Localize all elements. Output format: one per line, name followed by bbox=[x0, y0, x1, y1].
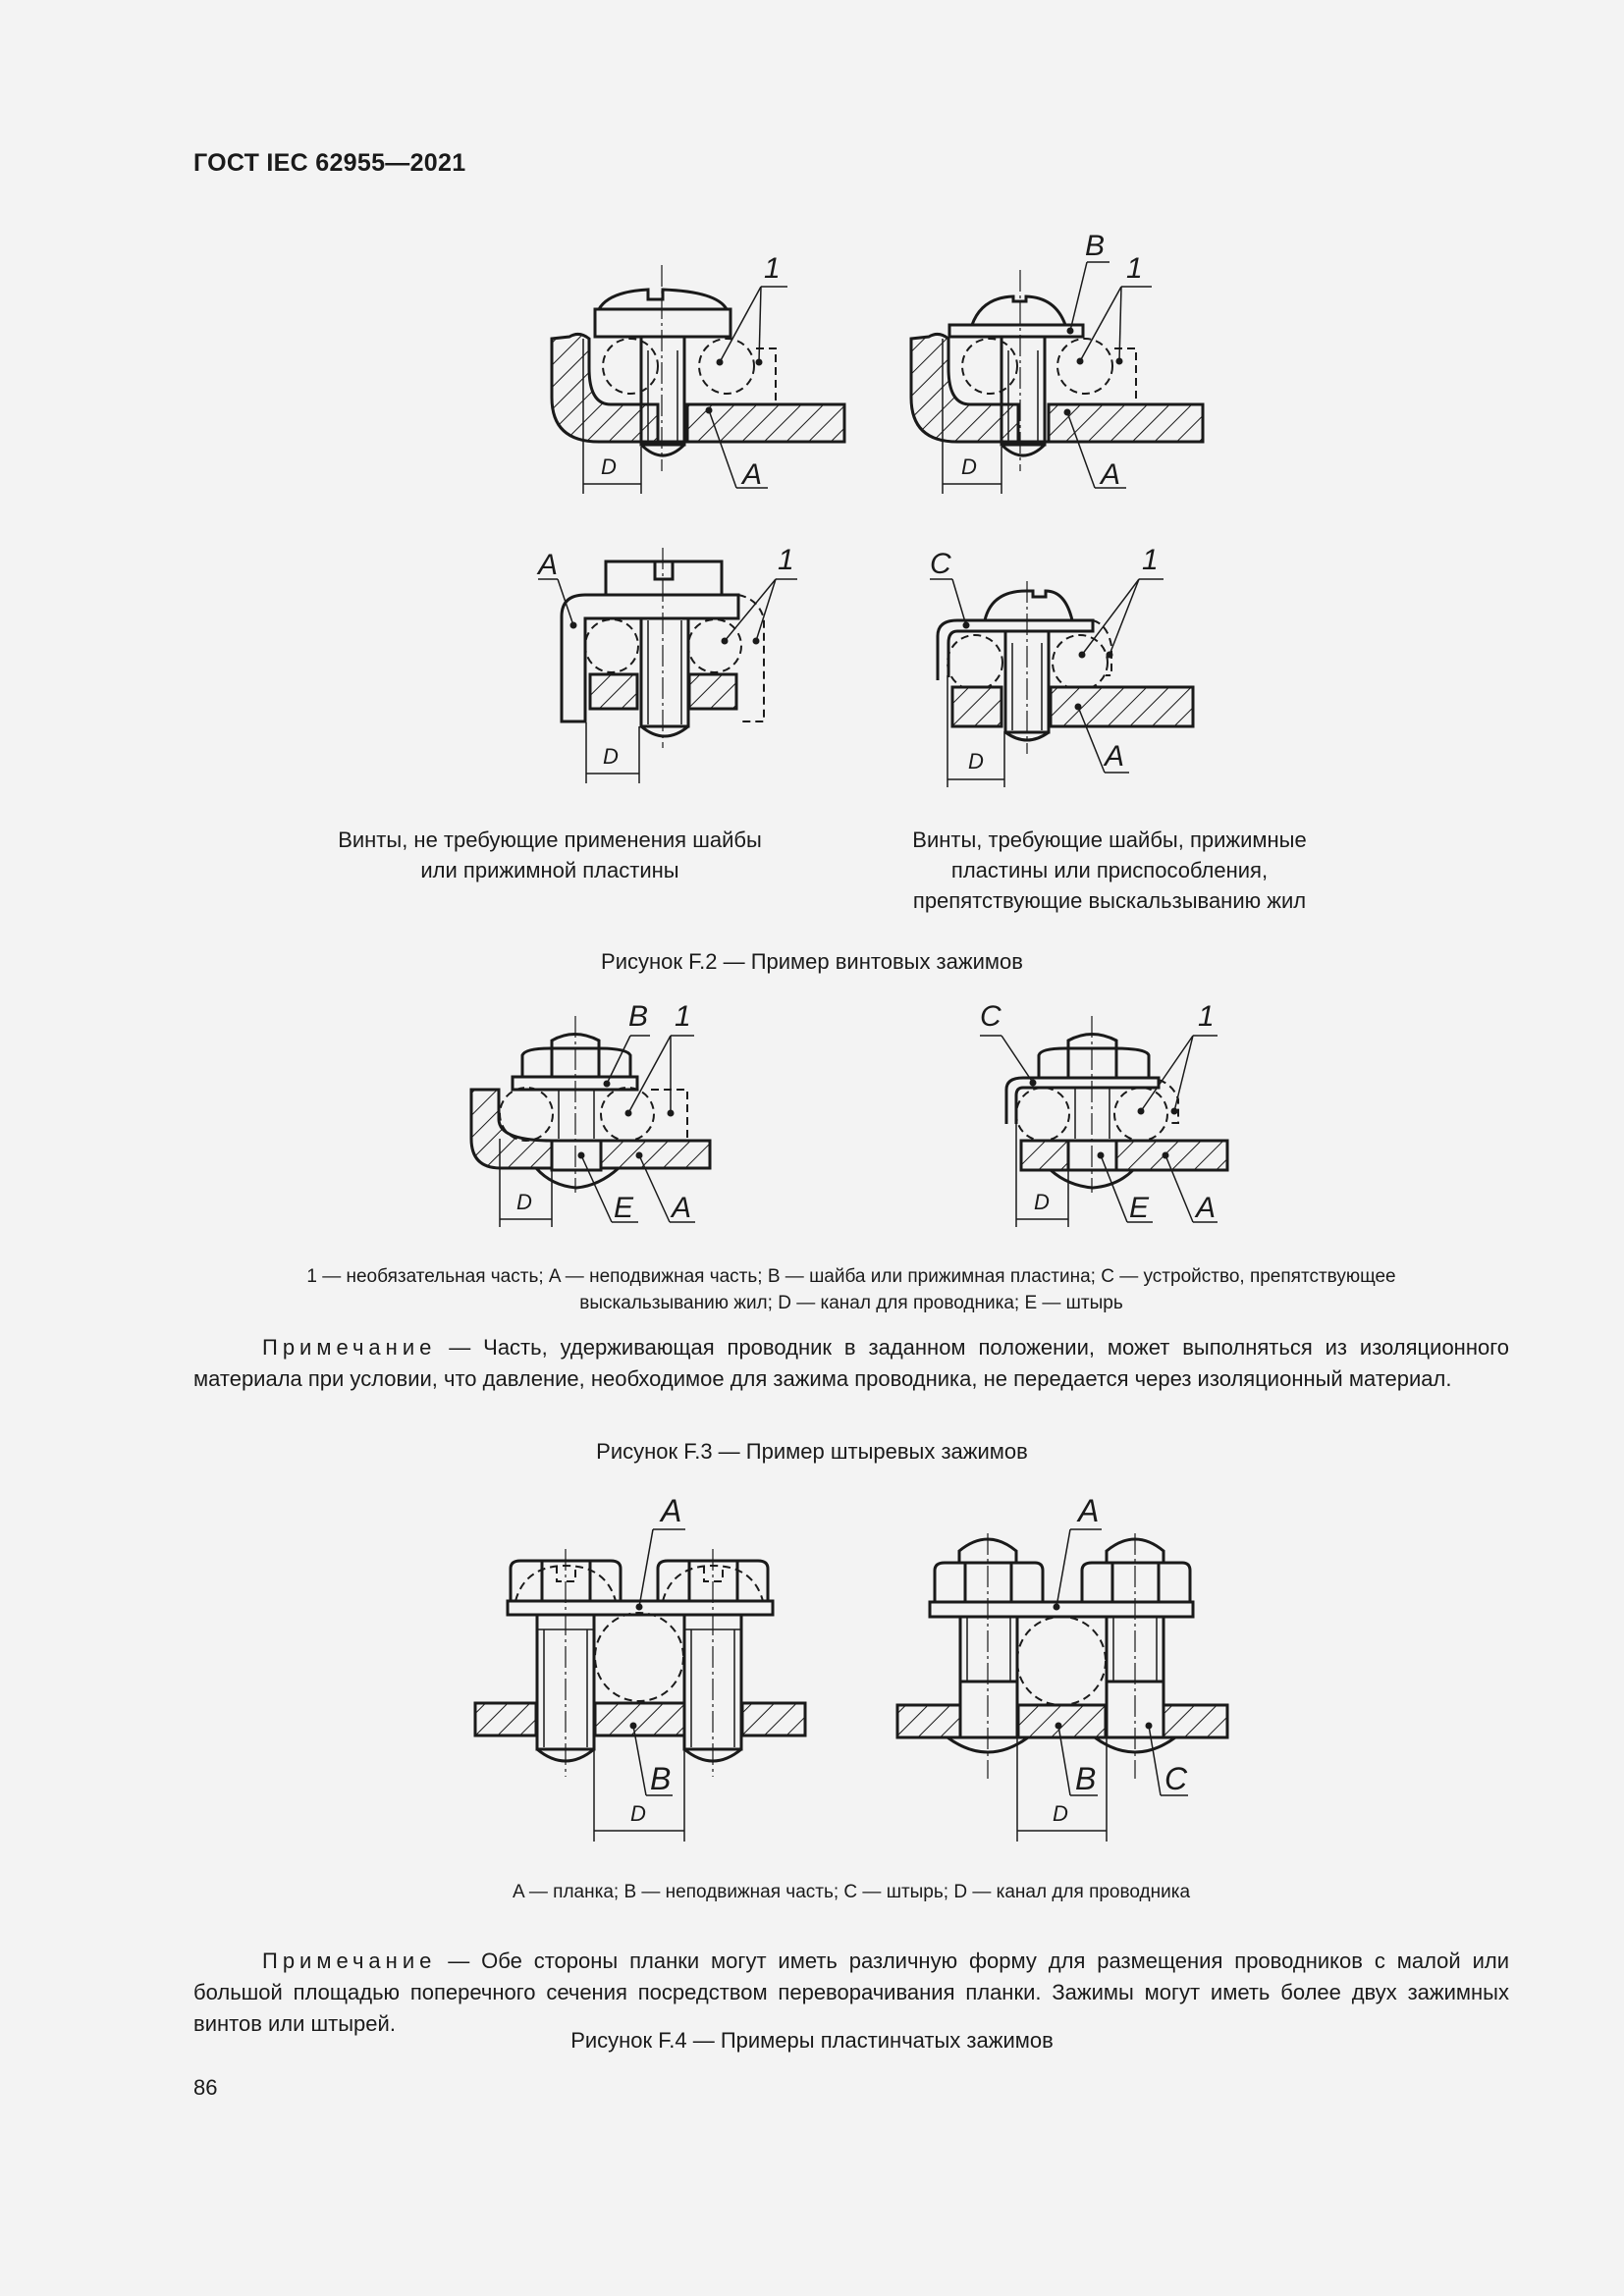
svg-text:C: C bbox=[930, 548, 951, 580]
f2-caption-left: Винты, не требующие применения шайбы или… bbox=[338, 828, 762, 882]
f4-note: Примечание — Обе стороны планки могут им… bbox=[193, 1946, 1509, 2040]
f3-note: Примечание — Часть, удерживающая проводн… bbox=[193, 1332, 1509, 1395]
note-text: — Обе стороны планки могут иметь различн… bbox=[193, 1949, 1509, 2036]
svg-text:B: B bbox=[650, 1761, 671, 1796]
svg-text:D: D bbox=[601, 454, 617, 479]
svg-text:1: 1 bbox=[1142, 544, 1159, 576]
note-label: Примечание bbox=[262, 1335, 437, 1360]
f2-screw-with-washer-diagram: D B 1 A bbox=[909, 230, 1205, 494]
svg-text:D: D bbox=[968, 749, 984, 774]
f4-saddle-studs-diagram: D A B C bbox=[895, 1493, 1229, 1842]
f3-legend: 1 — необязательная часть; A — неподвижна… bbox=[306, 1266, 1396, 1313]
svg-text:D: D bbox=[1034, 1190, 1050, 1214]
svg-text:A: A bbox=[1076, 1493, 1099, 1528]
svg-text:D: D bbox=[961, 454, 977, 479]
svg-text:A: A bbox=[1099, 458, 1120, 491]
f3-pillar-washer-diagram: D B 1 E A bbox=[469, 1000, 712, 1227]
svg-text:E: E bbox=[614, 1192, 634, 1224]
f2-caption-right: Винты, требующие шайбы, прижимные пласти… bbox=[912, 828, 1307, 913]
svg-text:D: D bbox=[603, 744, 619, 769]
figure-f4-title: Рисунок F.4 — Примеры пластинчатых зажим… bbox=[570, 2028, 1054, 2053]
svg-text:1: 1 bbox=[764, 252, 781, 285]
page-number: 86 bbox=[193, 2075, 218, 2100]
svg-text:B: B bbox=[1085, 230, 1105, 262]
f4-saddle-screws-diagram: D A B bbox=[473, 1493, 807, 1842]
f2-bracket-clamp-diagram: D A 1 bbox=[536, 544, 797, 783]
svg-text:B: B bbox=[1075, 1761, 1096, 1796]
svg-text:C: C bbox=[980, 1000, 1001, 1033]
svg-text:E: E bbox=[1129, 1192, 1150, 1224]
svg-text:A: A bbox=[1103, 740, 1124, 773]
f4-legend: A — планка; B — неподвижная часть; C — ш… bbox=[512, 1882, 1191, 1902]
svg-text:1: 1 bbox=[778, 544, 794, 576]
svg-text:1: 1 bbox=[675, 1000, 691, 1033]
svg-text:D: D bbox=[1053, 1801, 1068, 1826]
figure-f2-title: Рисунок F.2 — Пример винтовых зажимов bbox=[601, 949, 1023, 974]
f2-anti-slip-clamp-diagram: D C 1 A bbox=[930, 544, 1195, 787]
figure-f3-title: Рисунок F.3 — Пример штыревых зажимов bbox=[596, 1439, 1028, 1464]
svg-text:D: D bbox=[516, 1190, 532, 1214]
document-header: ГОСТ IEC 62955—2021 bbox=[193, 149, 466, 177]
svg-text:D: D bbox=[630, 1801, 646, 1826]
svg-text:A: A bbox=[1194, 1192, 1216, 1224]
svg-text:C: C bbox=[1164, 1761, 1188, 1796]
f3-pillar-anti-slip-diagram: D C 1 E A bbox=[980, 1000, 1229, 1227]
svg-text:1: 1 bbox=[1126, 252, 1143, 285]
note-text: — Часть, удерживающая проводник в заданн… bbox=[193, 1335, 1509, 1391]
f2-screw-no-washer-diagram: D 1 A bbox=[550, 252, 846, 494]
svg-text:B: B bbox=[628, 1000, 648, 1033]
note-label: Примечание bbox=[262, 1949, 437, 1973]
svg-text:A: A bbox=[670, 1192, 691, 1224]
svg-text:A: A bbox=[536, 549, 558, 581]
svg-text:1: 1 bbox=[1198, 1000, 1215, 1033]
svg-text:A: A bbox=[740, 458, 762, 491]
svg-text:A: A bbox=[659, 1493, 681, 1528]
